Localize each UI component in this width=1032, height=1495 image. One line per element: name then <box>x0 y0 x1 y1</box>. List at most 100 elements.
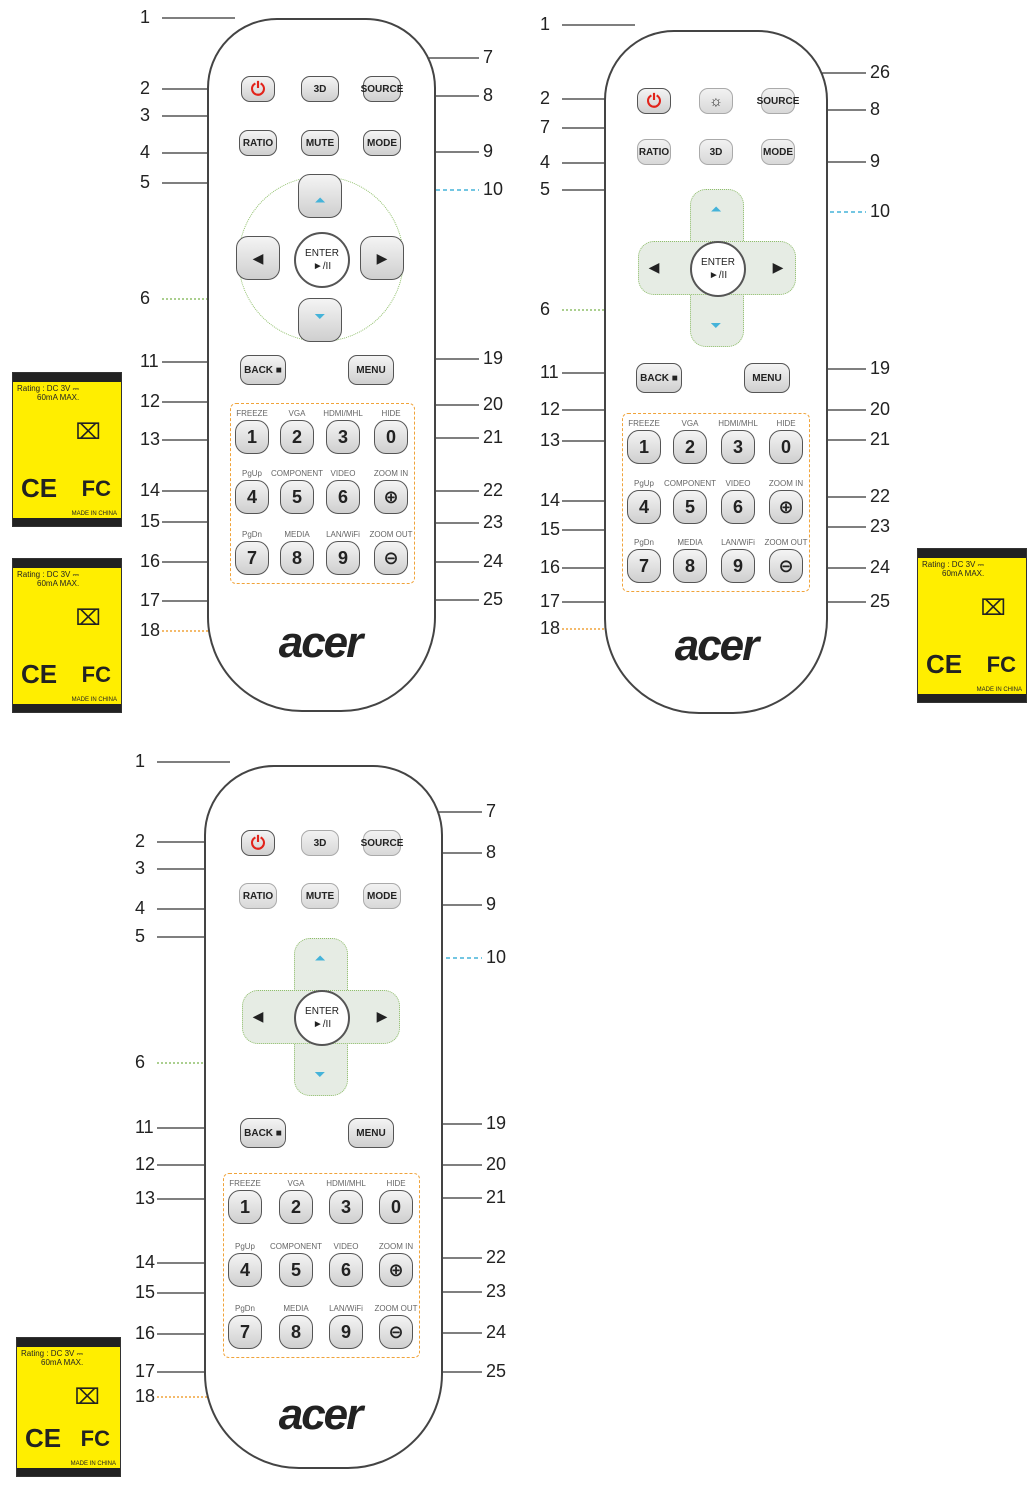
remote1-number-button[interactable]: 6 <box>326 480 360 514</box>
remote3-number-button[interactable]: 7 <box>228 1315 262 1349</box>
remote3-left-arrow-icon[interactable]: ◀ <box>252 1007 264 1024</box>
remote2-enter-label: ENTER <box>701 257 735 268</box>
remote1-ratio-button[interactable]: RATIO <box>239 130 277 156</box>
remote2-right-arrow-icon[interactable]: ▶ <box>772 258 784 275</box>
remote2-number-button[interactable]: 7 <box>627 549 661 583</box>
remote2-left-arrow-icon[interactable]: ◀ <box>648 258 660 275</box>
remote2-menu-button[interactable]: MENU <box>744 363 790 393</box>
remote2-number-button[interactable]: 3 <box>721 430 755 464</box>
remote2-callout-2: 2 <box>540 88 551 108</box>
remote3-power-button[interactable]: ⏻ <box>241 830 275 856</box>
remote3-number-button[interactable]: 3 <box>329 1190 363 1224</box>
remote1-keystone-up-icon[interactable]: ⏶ <box>314 191 326 208</box>
remote2-source-button[interactable]: SOURCE <box>757 88 799 114</box>
remote2-mode-button[interactable]: MODE <box>761 139 795 165</box>
remote3-number-button[interactable]: 1 <box>228 1190 262 1224</box>
remote3-zoom-in-button[interactable]: ⊕ <box>379 1253 413 1287</box>
remote3-acer-logo: acer <box>278 1390 364 1439</box>
rating-label-header <box>17 1338 120 1347</box>
remote2-power-button[interactable]: ⏻ <box>637 88 671 114</box>
remote1-key-label: FREEZE <box>236 409 268 418</box>
remote3-zoom-out-button[interactable]: ⊖ <box>379 1315 413 1349</box>
remote1-zoom-out-button[interactable]: ⊖ <box>374 541 408 575</box>
remote1-left-arrow-icon[interactable]: ◀ <box>252 249 264 266</box>
remote3-source-button[interactable]: SOURCE <box>361 830 403 856</box>
remote1-mode-button[interactable]: MODE <box>363 130 401 156</box>
remote3-number-button[interactable]: 2 <box>279 1190 313 1224</box>
remote1-mute-button[interactable]: MUTE <box>301 130 339 156</box>
remote3-keystone-down-icon[interactable]: ⏷ <box>314 1065 326 1082</box>
remote3-key-label: FREEZE <box>229 1179 261 1188</box>
remote1-dpad-left-button[interactable] <box>236 236 280 280</box>
remote2-3d-button[interactable]: 3D <box>699 139 733 165</box>
remote3-mute-button[interactable]: MUTE <box>301 883 339 909</box>
remote2-number-button[interactable]: 6 <box>721 490 755 524</box>
remote3-right-arrow-icon[interactable]: ▶ <box>376 1007 388 1024</box>
remote3-mode-button[interactable]: MODE <box>363 883 401 909</box>
remote2-number-button[interactable]: 0 <box>769 430 803 464</box>
fcc-mark-icon: FC <box>81 476 111 501</box>
remote1-3d-button[interactable]: 3D <box>301 76 339 102</box>
remote1-key-label: HIDE <box>381 409 401 418</box>
remote1-number-button[interactable]: 2 <box>280 420 314 454</box>
remote2-keystone-down-icon[interactable]: ⏷ <box>710 316 722 333</box>
remote3-number-button[interactable]: 4 <box>228 1253 262 1287</box>
remote1-dpad-right-button[interactable] <box>360 236 404 280</box>
remote1-number-button[interactable]: 0 <box>374 420 408 454</box>
remote3-keystone-up-icon[interactable]: ⏶ <box>314 949 326 966</box>
remote3-callout-23: 23 <box>486 1281 507 1301</box>
remote1-menu-button[interactable]: MENU <box>348 355 394 385</box>
remote1-power-button[interactable]: ⏻ <box>241 76 275 102</box>
remote1-source-button[interactable]: SOURCE <box>361 76 403 102</box>
remote2-number-button[interactable]: 8 <box>673 549 707 583</box>
ce-mark-icon: CE <box>21 659 58 689</box>
made-in-label: MADE IN CHINA <box>976 687 1022 693</box>
remote3-number-button[interactable]: 6 <box>329 1253 363 1287</box>
remote1-number-button[interactable]: 5 <box>280 480 314 514</box>
remote3-number-button[interactable]: 8 <box>279 1315 313 1349</box>
remote3-number-button[interactable]: 5 <box>279 1253 313 1287</box>
remote1-keystone-down-icon[interactable]: ⏷ <box>314 307 326 324</box>
remote2-number-button[interactable]: 9 <box>721 549 755 583</box>
remote2-keystone-up-icon[interactable]: ⏶ <box>710 200 722 217</box>
remote2-zoom-out-button[interactable]: ⊖ <box>769 549 803 583</box>
remote2-number-button[interactable]: 2 <box>673 430 707 464</box>
remote1-callout-16: 16 <box>140 551 161 571</box>
remote1-number-button[interactable]: 7 <box>235 541 269 575</box>
remote1-number-button[interactable]: 4 <box>235 480 269 514</box>
remote3-key-label: HIDE <box>386 1179 406 1188</box>
remote2-light-button[interactable]: ☼ <box>699 88 733 114</box>
remote3-enter-button[interactable]: ENTER►/II <box>294 990 350 1046</box>
remote3-ratio-button[interactable]: RATIO <box>239 883 277 909</box>
remote1-zoom-in-button[interactable]: ⊕ <box>374 480 408 514</box>
remote1-dpad-down-button[interactable] <box>298 298 342 342</box>
remote3-back-button[interactable]: BACK ■ <box>240 1118 286 1148</box>
remote1-dpad-up-button[interactable] <box>298 174 342 218</box>
remote2-number-button[interactable]: 5 <box>673 490 707 524</box>
remote2-number-button[interactable]: 4 <box>627 490 661 524</box>
remote2-key-label: HIDE <box>776 419 796 428</box>
remote1-number-button[interactable]: 9 <box>326 541 360 575</box>
remote1-right-arrow-icon[interactable]: ▶ <box>376 249 388 266</box>
remote2-zoom-in-button[interactable]: ⊕ <box>769 490 803 524</box>
remote3-key-label: VGA <box>287 1179 305 1188</box>
remote2-number-button[interactable]: 1 <box>627 430 661 464</box>
remote1-number-button[interactable]: 8 <box>280 541 314 575</box>
remote1-callout-2: 2 <box>140 78 151 98</box>
remote2-ratio-button[interactable]: RATIO <box>637 139 671 165</box>
remote3-3d-button[interactable]: 3D <box>301 830 339 856</box>
remote1-back-button[interactable]: BACK ■ <box>240 355 286 385</box>
remote1-enter-button[interactable]: ENTER►/II <box>294 232 350 288</box>
remote1-number-button[interactable]: 3 <box>326 420 360 454</box>
remote3-callout-9: 9 <box>486 894 497 914</box>
remote2-enter-button[interactable]: ENTER►/II <box>690 241 746 297</box>
remote1-number-button[interactable]: 1 <box>235 420 269 454</box>
remote2-key-label: VIDEO <box>725 479 751 488</box>
remote3-callout-5: 5 <box>135 926 146 946</box>
remote3-menu-button[interactable]: MENU <box>348 1118 394 1148</box>
remote1-callout-9: 9 <box>483 141 494 161</box>
remote3-number-button[interactable]: 0 <box>379 1190 413 1224</box>
remote2-back-button[interactable]: BACK ■ <box>636 363 682 393</box>
remote3-number-button[interactable]: 9 <box>329 1315 363 1349</box>
